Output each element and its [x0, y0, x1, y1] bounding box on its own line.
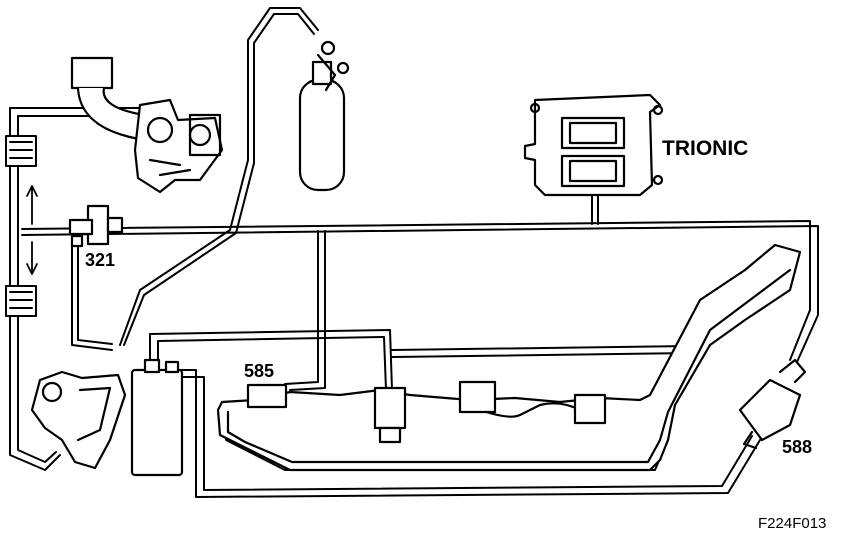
sensor-585-label: 585 [244, 361, 275, 381]
gas-bottle [300, 42, 348, 190]
sensor-585 [248, 385, 286, 407]
filter-588-label: 588 [782, 437, 813, 457]
throttle-body [32, 372, 125, 468]
fuel-tank [218, 245, 800, 470]
trionic-ecu [525, 95, 662, 195]
flow-arrows [27, 186, 37, 274]
turbocharger [72, 58, 222, 192]
fuel-pump-module [375, 382, 605, 442]
valve-321 [70, 206, 122, 246]
charcoal-canister [132, 360, 182, 475]
trionic-label: TRIONIC [662, 137, 749, 160]
figure-id-label: F224F013 [758, 515, 827, 532]
valve-321-label: 321 [85, 250, 116, 270]
filter-588 [740, 360, 805, 448]
check-valves [6, 136, 36, 316]
